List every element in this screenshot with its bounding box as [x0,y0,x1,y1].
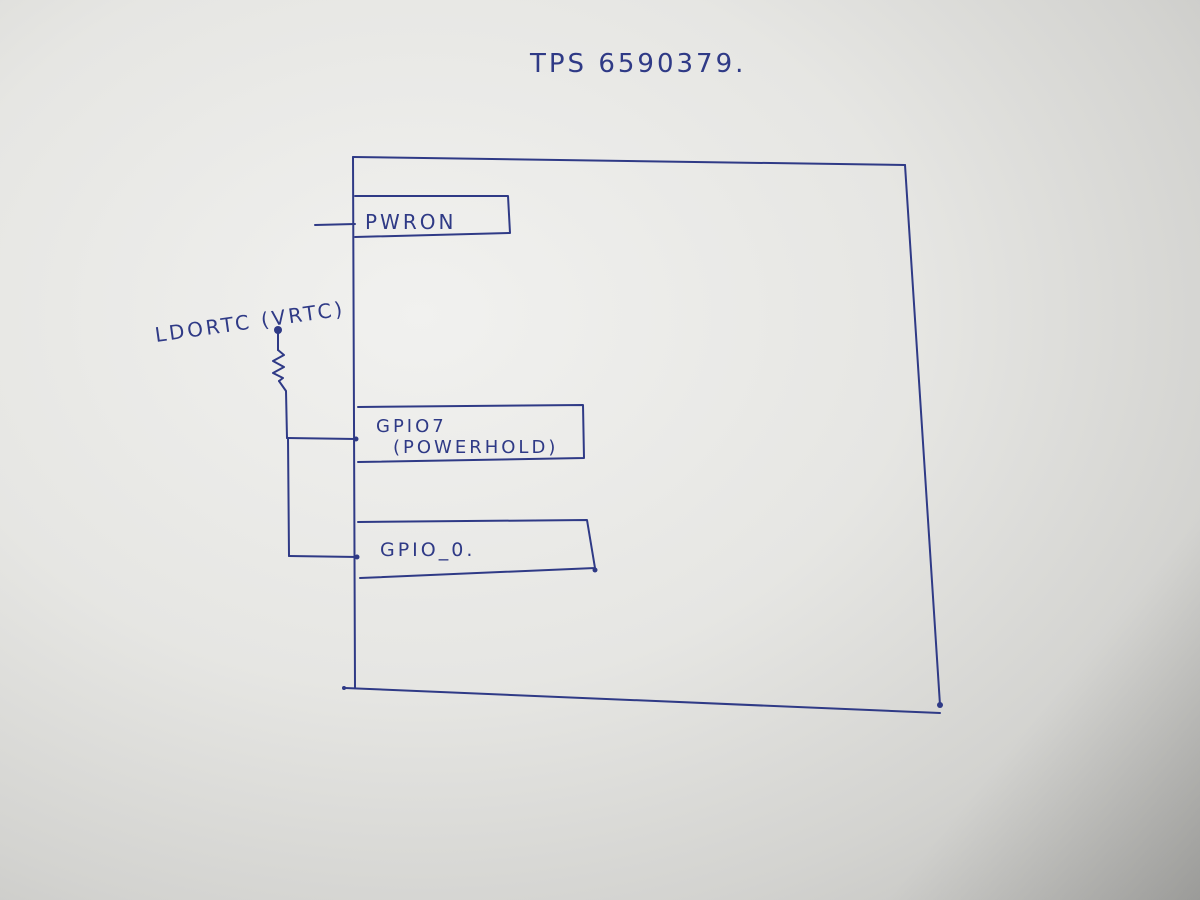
gpio7-sublabel: (POWERHOLD) [393,437,558,458]
gpio7-junction-dot [353,436,359,442]
gpio0-end-dot [592,567,598,573]
supply-label: LDORTC (VRTC) [153,296,346,346]
pwron-input-wire [314,223,356,226]
pwron-pin-box [354,195,511,238]
vrtc-node-dot [274,326,282,334]
chip-outline [344,156,941,714]
chip-title: TPS 6590379. [529,49,746,79]
gpio0-junction-dot [354,554,360,560]
gpio0-pin-box [357,519,596,579]
gpio7-pin-box [357,404,585,463]
pullup-wiring [272,330,359,558]
corner-dot-left [342,686,346,690]
gpio0-label: GPIO_0. [380,539,475,561]
gpio7-label: GPIO7 [376,416,447,437]
pwron-label: PWRON [365,210,456,234]
corner-dot [937,702,943,708]
